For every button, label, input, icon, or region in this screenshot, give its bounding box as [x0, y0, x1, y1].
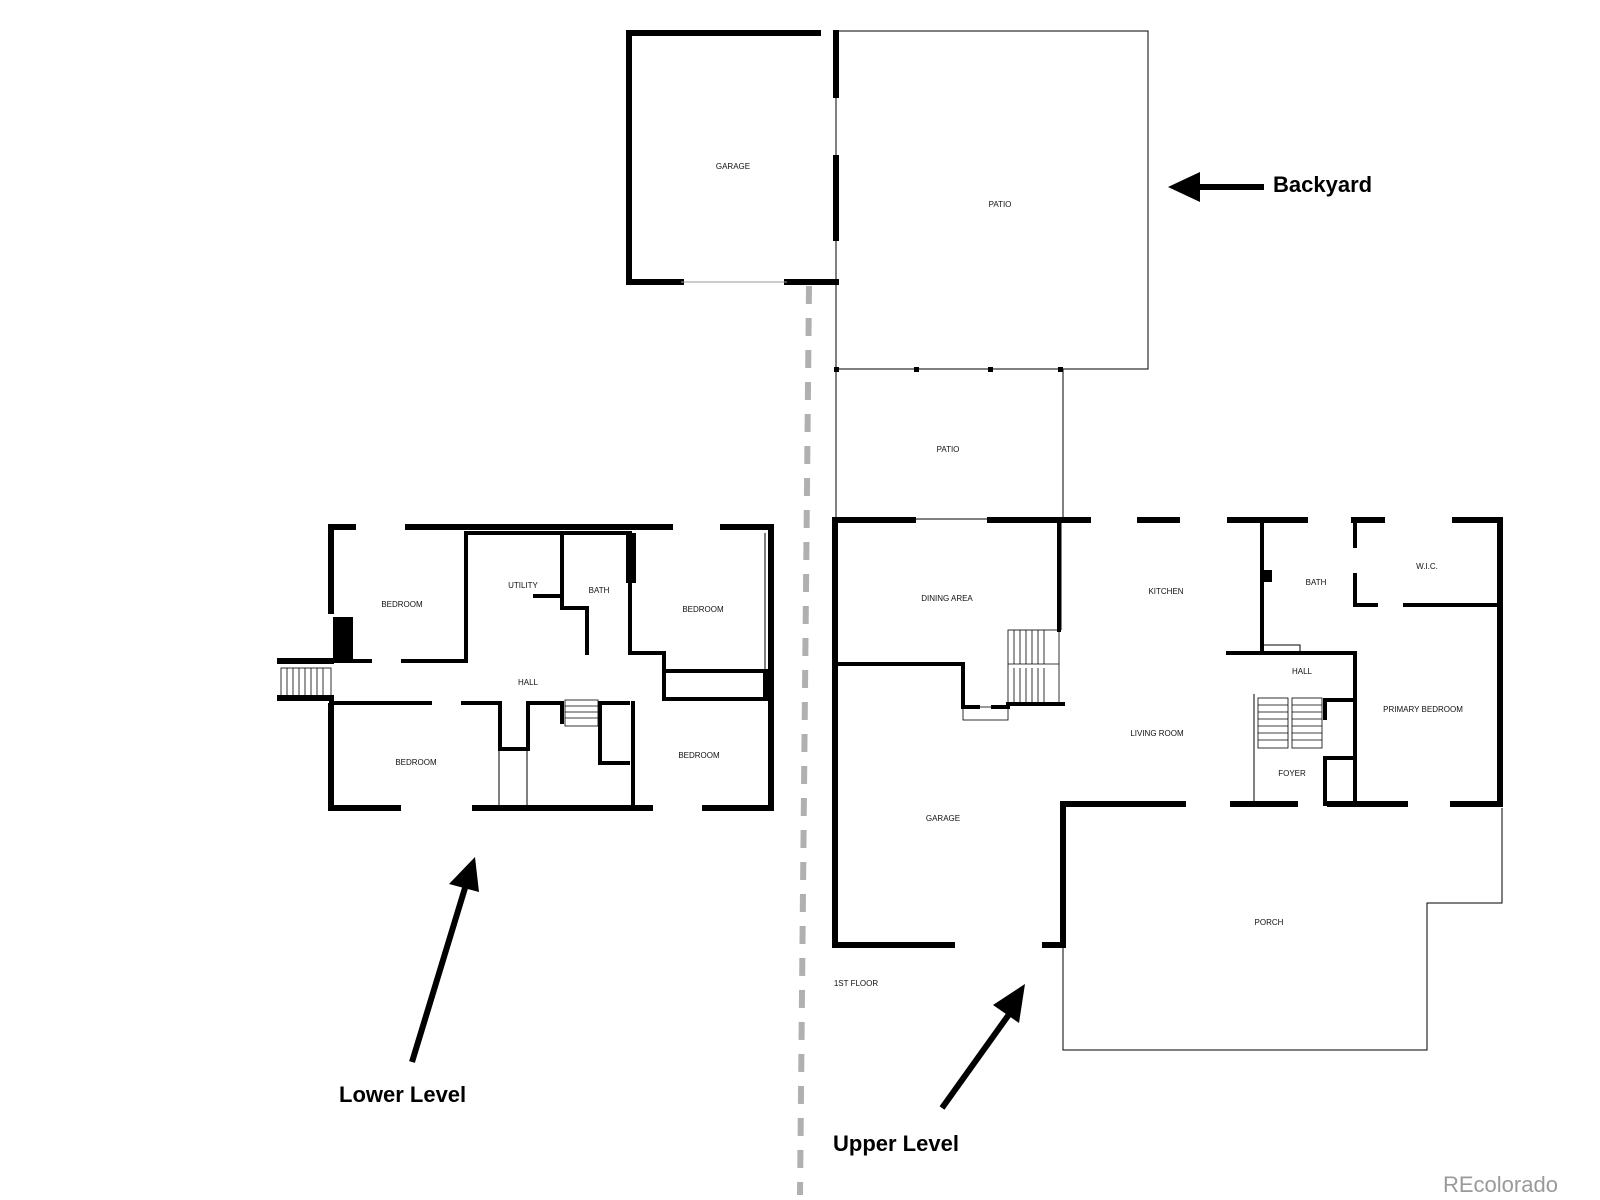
upper-hall-label: HALL: [1292, 667, 1313, 676]
lower-bedroom-se-label: BEDROOM: [678, 751, 720, 760]
lower-bedroom-sw-label: BEDROOM: [395, 758, 437, 767]
upper-level-arrow: [939, 984, 1025, 1110]
dining-area-label: DINING AREA: [921, 594, 973, 603]
recolorado-watermark: REcolorado: [1443, 1172, 1558, 1197]
wic-label: W.I.C.: [1416, 562, 1438, 571]
lower-level-arrow: [409, 857, 479, 1063]
lower-bath-label: BATH: [589, 586, 610, 595]
first-floor-label: 1ST FLOOR: [834, 979, 879, 988]
lower-hall-label: HALL: [518, 678, 539, 687]
upper-level-plan: [832, 367, 1503, 1051]
lower-level-plan: [277, 524, 774, 811]
level-divider: [797, 285, 812, 1196]
upper-bath-label: BATH: [1306, 578, 1327, 587]
backyard-patio-label: PATIO: [989, 200, 1012, 209]
primary-bedroom-label: PRIMARY BEDROOM: [1383, 705, 1463, 714]
upper-level-label: Upper Level: [833, 1131, 959, 1156]
lower-bedroom-ne-label: BEDROOM: [682, 605, 724, 614]
lower-bedroom-nw-label: BEDROOM: [381, 600, 423, 609]
living-room-label: LIVING ROOM: [1130, 729, 1184, 738]
upper-garage-label: GARAGE: [926, 814, 960, 823]
porch-label: PORCH: [1255, 918, 1284, 927]
backyard-arrow: [1168, 172, 1264, 202]
lower-level-label: Lower Level: [339, 1082, 466, 1107]
backyard-label: Backyard: [1273, 172, 1372, 197]
detached-garage-label: GARAGE: [716, 162, 750, 171]
upper-patio-label: PATIO: [937, 445, 960, 454]
foyer-label: FOYER: [1278, 769, 1306, 778]
kitchen-label: KITCHEN: [1148, 587, 1183, 596]
detached-garage: [626, 30, 1149, 370]
utility-label: UTILITY: [508, 581, 538, 590]
